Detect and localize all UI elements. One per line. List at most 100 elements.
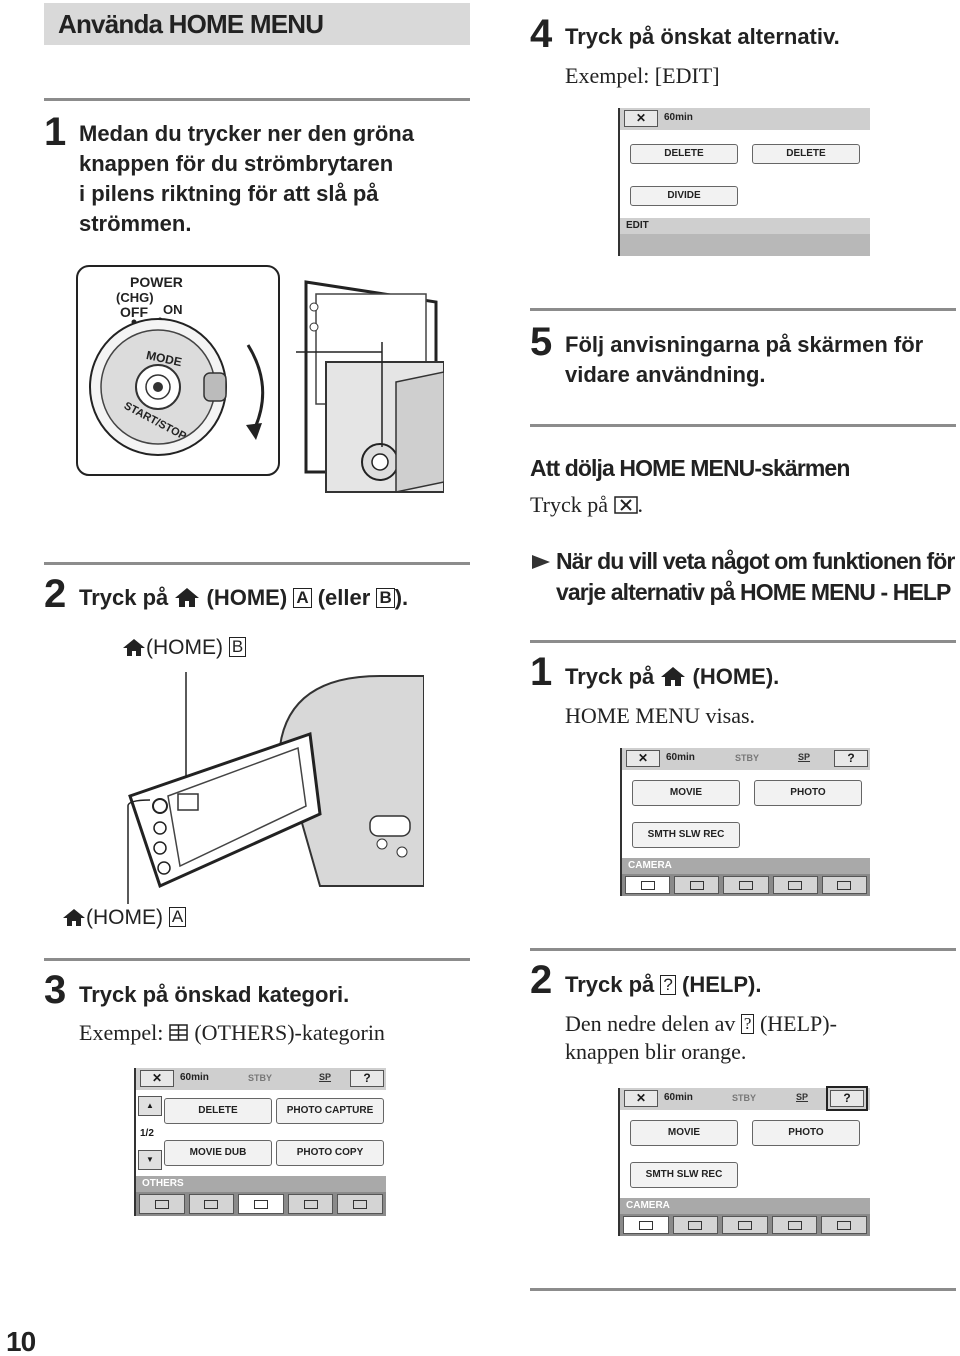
divider [44,562,470,565]
tab-manage[interactable] [772,876,818,894]
tab-manage[interactable] [287,1194,334,1214]
camera-icon [638,1220,653,1230]
screen-top-bar: ✕ 60min STBY SP ? [622,748,870,770]
off-label: OFF [120,304,148,320]
disc-icon [303,1199,318,1209]
callout-home-b: (HOME) B [122,636,247,660]
step-4-number: 4 [530,12,553,56]
divide-button[interactable]: DIVIDE [630,186,738,206]
step-3-example: Exempel: (OTHERS)-kategorin [79,1019,385,1047]
close-button[interactable]: ✕ [624,1090,658,1107]
camera-screen-1: ✕ 60min STBY SP ? MOVIE PHOTO SMTH SLW R… [620,748,870,896]
battery-indicator: 60min [180,1072,209,1083]
home-icon [123,639,145,656]
camera-icon [154,1199,169,1209]
help-button-highlighted[interactable]: ? [826,1086,868,1111]
tab-camera[interactable] [623,1216,669,1234]
on-label: ON [163,302,183,317]
photo-capture-button[interactable]: PHOTO CAPTURE [276,1098,384,1124]
power-dial-illustration: POWER (CHG) OFF ON MODE START/STOP [76,265,280,476]
tab-view[interactable] [188,1194,235,1214]
delete-button[interactable]: DELETE [164,1098,272,1124]
screen-top-bar: ✕ 60min [620,108,870,130]
help-button[interactable]: ? [350,1070,384,1087]
help-intro-line: varje alternativ på HOME MENU - HELP [556,579,951,605]
edit-screen: ✕ 60min DELETE DELETE DIVIDE EDIT [618,108,870,256]
chg-label: (CHG) [116,290,154,305]
movie-dub-button[interactable]: MOVIE DUB [164,1140,272,1166]
tab-view[interactable] [674,876,720,894]
step-5-line: Följ anvisningarna på skärmen för [565,332,924,357]
page-indicator: 1/2 [140,1128,154,1139]
tab-camera[interactable] [625,876,671,894]
callout-home-b-text: (HOME) [146,636,223,659]
camera-screen-2: ✕ 60min STBY SP ? MOVIE PHOTO SMTH SLW R… [618,1086,870,1236]
tab-others[interactable] [722,1216,768,1234]
tab-others[interactable] [723,876,769,894]
category-bar: CAMERA [620,1198,870,1214]
tab-others[interactable] [238,1194,284,1214]
tab-camera[interactable] [139,1194,185,1214]
help-step-1-text-a: Tryck på [565,664,655,689]
divider [530,948,956,951]
help-step-1-text: Tryck på (HOME). [565,662,779,692]
delete-movie-button[interactable]: DELETE [630,144,738,164]
help-step-1-text-b: (HOME). [692,664,780,689]
home-icon [175,588,200,607]
arrow-right-icon [532,555,550,569]
divider [530,424,956,427]
movie-button[interactable]: MOVIE [632,780,740,806]
scroll-up-button[interactable]: ▲ [138,1096,162,1116]
tab-manage[interactable] [771,1216,818,1234]
photo-button[interactable]: PHOTO [752,1120,860,1146]
help-step-1-sub: HOME MENU visas. [565,703,756,728]
step-3-number: 3 [44,968,67,1012]
help-intro: När du vill veta något om funktionen för… [556,546,956,608]
smooth-slow-rec-button[interactable]: SMTH SLW REC [630,1162,738,1188]
toolbox-icon [837,880,852,890]
step-1-text: Medan du trycker ner den gröna knappen f… [79,119,469,239]
close-button[interactable]: ✕ [140,1070,174,1087]
step-1-line: Medan du trycker ner den gröna [79,121,414,146]
step-5-number: 5 [530,320,553,364]
sp-indicator: SP [319,1072,332,1082]
photo-button[interactable]: PHOTO [754,780,862,806]
step-1-line: strömmen. [79,211,192,236]
category-tabs [620,1214,870,1236]
help-icon: ? [740,1014,755,1034]
photo-copy-button[interactable]: PHOTO COPY [276,1140,384,1166]
divider [44,958,470,961]
tab-settings[interactable] [821,876,868,894]
scroll-down-button[interactable]: ▼ [138,1150,162,1170]
power-label: POWER [130,274,183,290]
callout-box-a: A [168,907,187,927]
category-bar: CAMERA [622,858,870,874]
home-icon [661,667,686,686]
close-button[interactable]: ✕ [626,750,660,767]
hide-menu-text-a: Tryck på [530,492,609,517]
category-tabs [622,874,870,896]
stby-indicator: STBY [248,1073,273,1083]
callout-box-b: B [228,637,247,657]
close-button[interactable]: ✕ [624,110,658,127]
step-1-line: i pilens riktning för att slå på [79,181,379,206]
disc-icon [788,880,803,890]
help-button[interactable]: ? [834,750,868,767]
others-icon [739,880,753,890]
step-5-text: Följ anvisningarna på skärmen för vidare… [565,330,955,390]
tab-settings[interactable] [821,1216,867,1234]
tab-settings[interactable] [337,1194,383,1214]
delete-photo-button[interactable]: DELETE [752,144,860,164]
divider [530,1288,956,1291]
tab-view[interactable] [672,1216,719,1234]
help-step-2-sub-b: (HELP)- [759,1011,837,1036]
help-step-2-text-a: Tryck på [565,972,655,997]
label-box-b: B [376,588,395,608]
sp-indicator: SP [796,1092,809,1102]
play-icon [689,880,704,890]
hide-menu-heading: Att dölja HOME MENU-skärmen [530,455,850,481]
others-screen: ✕ 60min STBY SP ? ▲ 1/2 ▼ DELETE PHOTO C… [134,1068,386,1216]
movie-button[interactable]: MOVIE [630,1120,738,1146]
callout-home-a-text: (HOME) [86,906,163,929]
smooth-slow-rec-button[interactable]: SMTH SLW REC [632,822,740,848]
